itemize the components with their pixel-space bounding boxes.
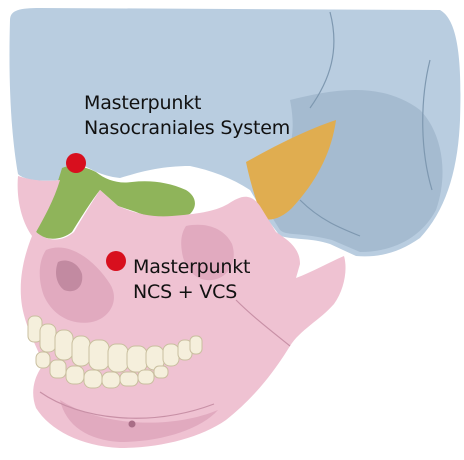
masterpunkt-marker-ncs-vcs [106,251,126,271]
annotation-ncs-vcs-line2: NCS + VCS [133,280,250,305]
annotation-nasocranial-line1: Masterpunkt [84,91,290,116]
annotation-nasocranial-label: Masterpunkt Nasocraniales System [84,91,290,141]
annotation-ncs-vcs-line1: Masterpunkt [133,255,250,280]
annotation-ncs-vcs-label: Masterpunkt NCS + VCS [133,255,250,305]
mental-foramen [129,421,136,428]
masterpunkt-marker-nasocranial [66,153,86,173]
annotation-nasocranial-line2: Nasocraniales System [84,116,290,141]
